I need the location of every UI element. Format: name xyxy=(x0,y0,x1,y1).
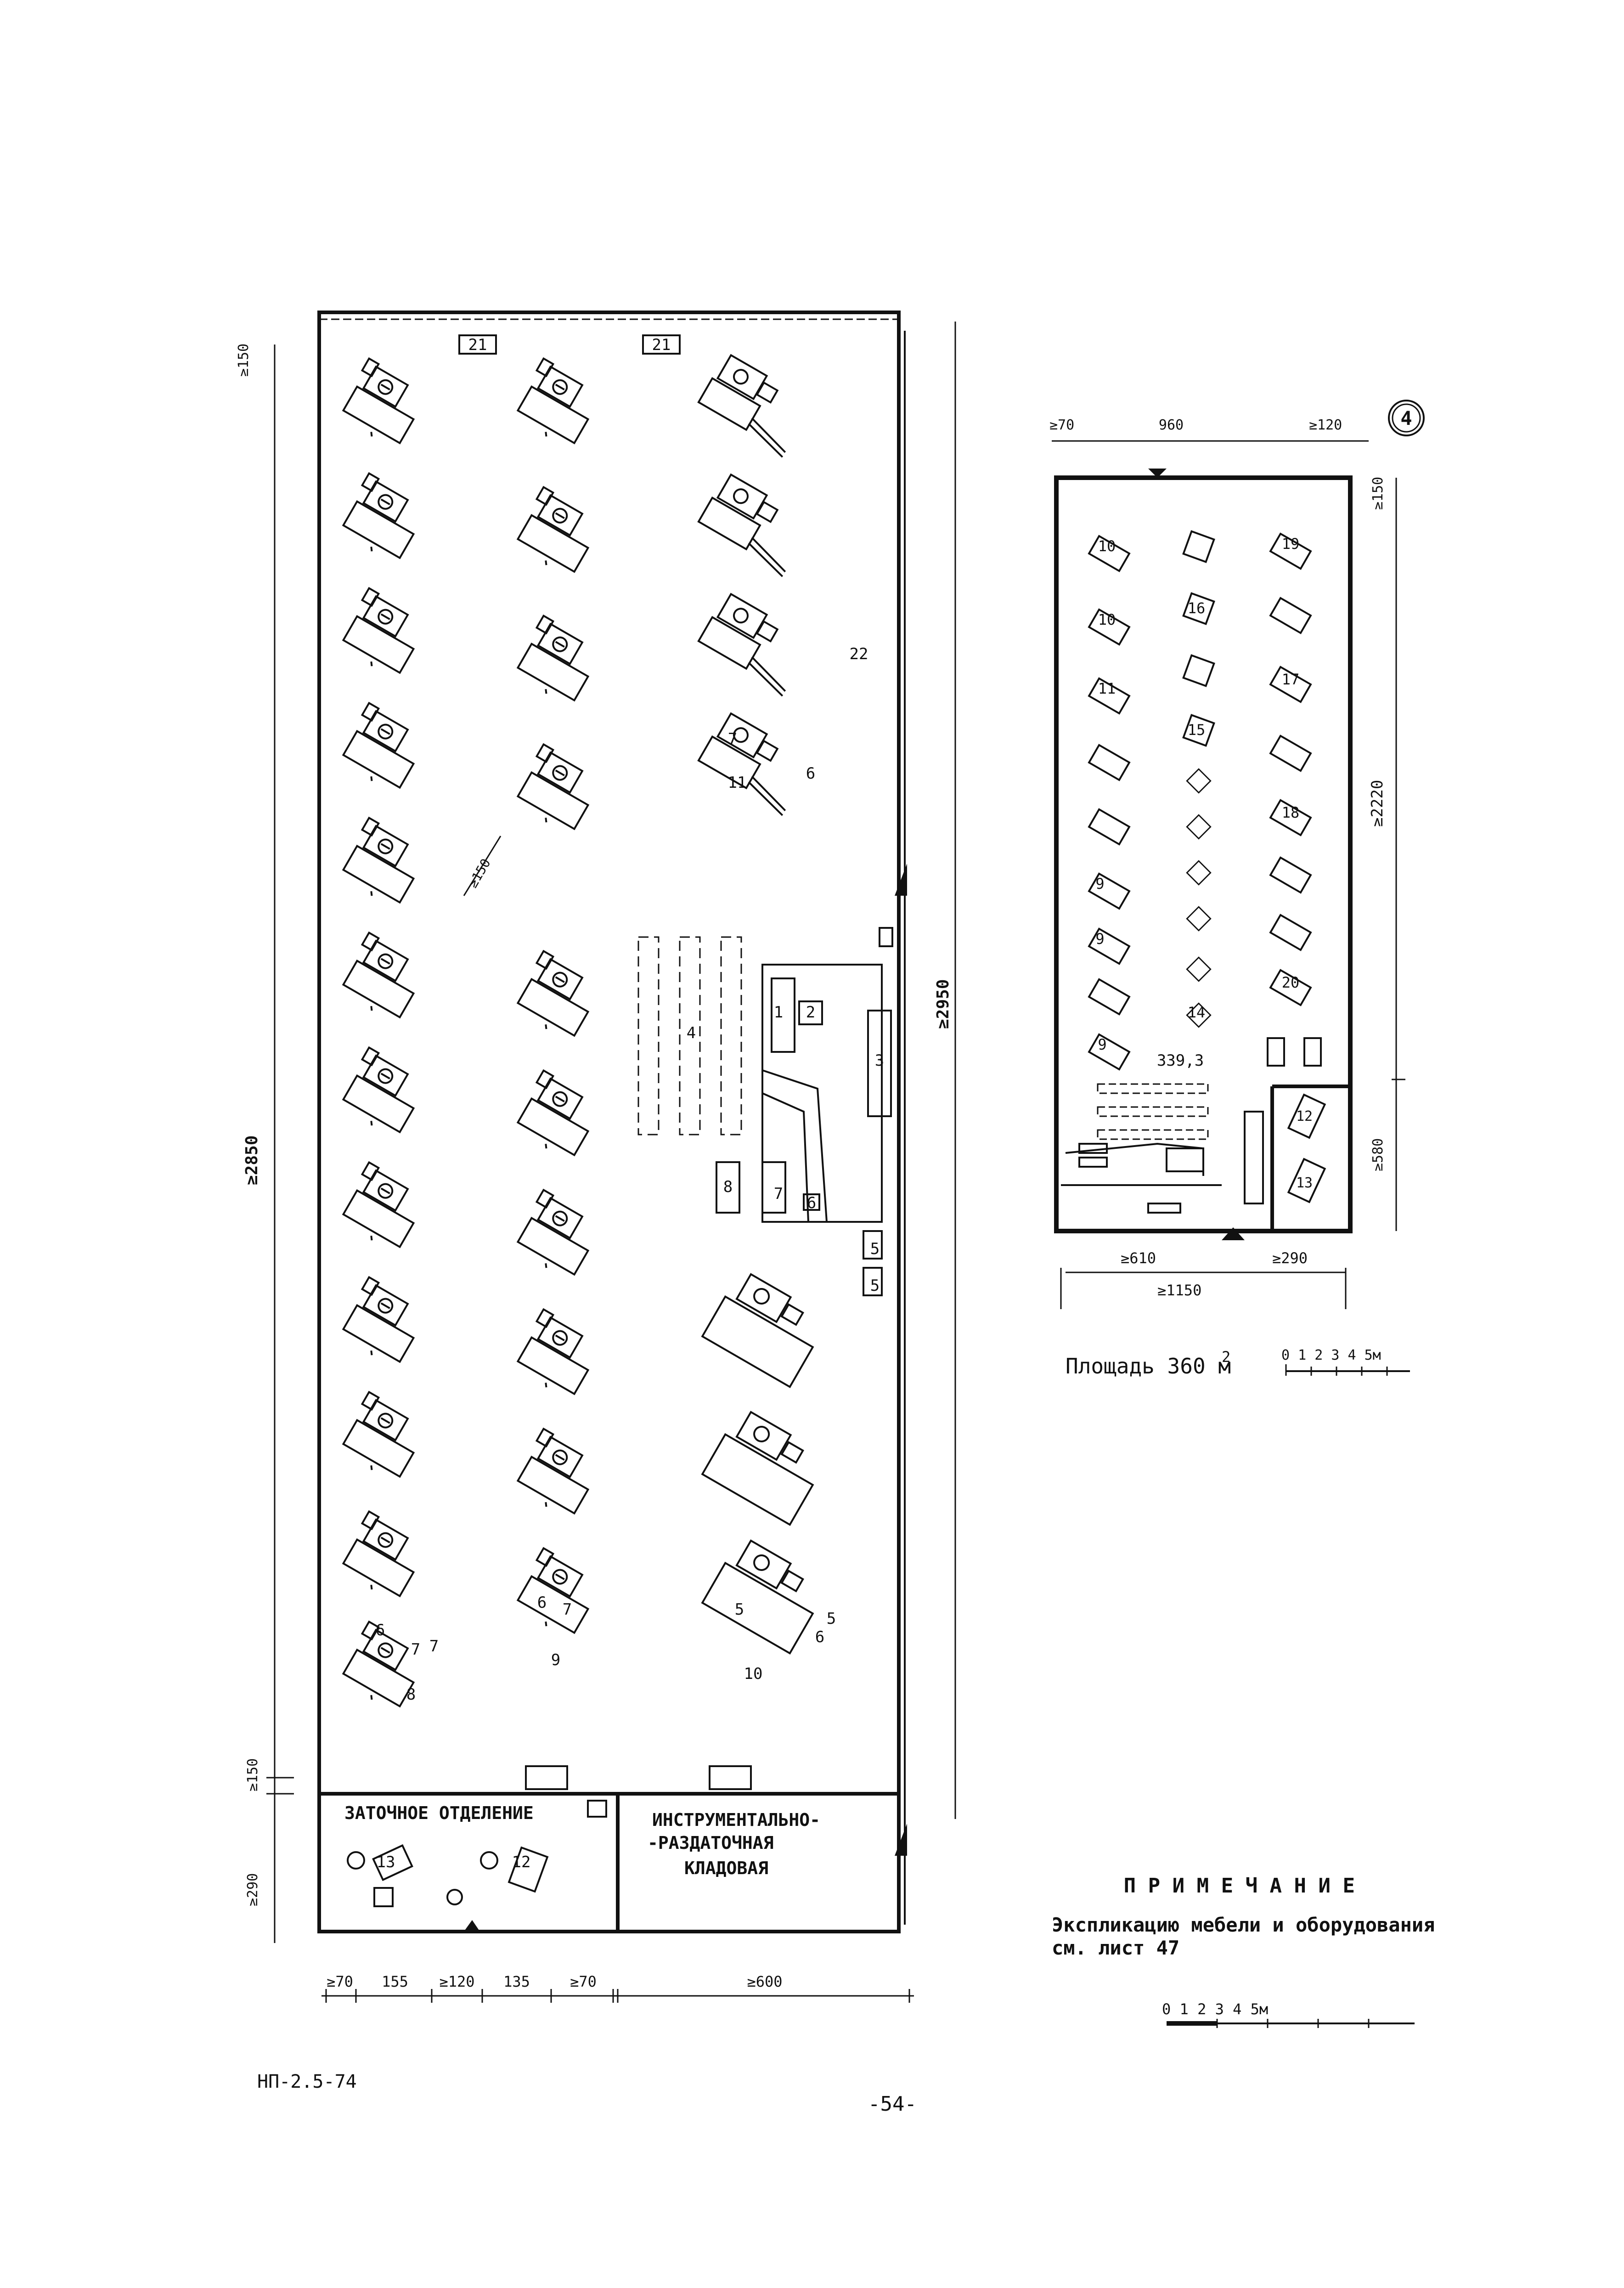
desk-mark-16: 16 xyxy=(1188,599,1206,617)
workshop-outer-wall xyxy=(317,311,901,1933)
equipment-mark-5: 5 xyxy=(827,1610,836,1628)
desk-mark-10: 10 xyxy=(1098,611,1116,628)
note-line: см. лист 47 xyxy=(1052,1937,1179,1959)
dimension-length: ≥2850 xyxy=(242,1136,261,1185)
dimension-top: ≥70 xyxy=(1049,417,1074,433)
dimension-top: ≥120 xyxy=(1309,417,1342,433)
document-code: НП-2.5-74 xyxy=(257,2071,357,2092)
dimension-top: 960 xyxy=(1159,417,1184,433)
desk-mark-15: 15 xyxy=(1188,721,1206,739)
desk-mark-13: 13 xyxy=(1296,1175,1313,1191)
equipment-mark-6: 6 xyxy=(376,1621,385,1639)
equipment-mark-9: 9 xyxy=(551,1651,560,1669)
sheet-number: 4 xyxy=(1400,407,1412,429)
equipment-mark-8: 8 xyxy=(406,1685,416,1704)
dimension-bottom: ≥290 xyxy=(1272,1249,1308,1267)
equipment-mark-6: 6 xyxy=(807,1194,816,1212)
room-4-plan xyxy=(1052,400,1425,1376)
level-mark: 339,3 xyxy=(1157,1051,1204,1070)
equipment-mark-21: 21 xyxy=(468,336,487,354)
dimension-bottom: 155 xyxy=(382,1973,408,1990)
dimension-bottom: ≥120 xyxy=(439,1973,474,1990)
door-marker xyxy=(1222,1227,1245,1240)
note-title: П Р И М Е Ч А Н И Е xyxy=(1124,1874,1355,1898)
equipment-mark-3: 3 xyxy=(875,1051,884,1070)
dimension-right: ≥150 xyxy=(1370,477,1386,510)
dimension-top-left: ≥150 xyxy=(236,344,252,377)
equipment-mark-1: 1 xyxy=(774,1003,783,1022)
equipment-mark-21: 21 xyxy=(652,336,671,354)
desk-mark-20: 20 xyxy=(1282,974,1300,991)
dimension-right: ≥2220 xyxy=(1368,780,1387,827)
equipment-mark-7: 7 xyxy=(774,1185,783,1203)
dimension-right: ≥580 xyxy=(1370,1138,1386,1171)
room-name-sharpening: ЗАТОЧНОЕ ОТДЕЛЕНИЕ xyxy=(344,1803,534,1823)
dimension-bottom: ≥70 xyxy=(327,1973,353,1990)
desk-mark-19: 19 xyxy=(1282,535,1300,553)
main-workshop-plan xyxy=(266,311,956,2003)
room-name-tool-store: КЛАДОВАЯ xyxy=(684,1858,768,1878)
equipment-mark-5: 5 xyxy=(870,1277,880,1295)
bottom-scale-label: 0 1 2 3 4 5м xyxy=(1162,2000,1268,2018)
room-4-scale-bar xyxy=(1285,1364,1410,1376)
dimension-bottom: ≥600 xyxy=(747,1973,782,1990)
equipment-mark-5: 5 xyxy=(735,1600,744,1619)
dimension-aisle: ≥150 xyxy=(465,856,493,891)
room-4-outer-wall xyxy=(1054,475,1353,1233)
dimension-aux-room: ≥290 xyxy=(245,1873,261,1906)
equipment-mark-7: 7 xyxy=(429,1637,439,1655)
equipment-mark-2: 2 xyxy=(806,1003,815,1022)
equipment-mark-11: 11 xyxy=(728,774,747,792)
desk-mark-9: 9 xyxy=(1095,930,1104,948)
dimension-bottom: 135 xyxy=(503,1973,530,1990)
equipment-mark-13: 13 xyxy=(377,1853,395,1871)
dimension-bottom: ≥610 xyxy=(1121,1249,1156,1267)
door-marker xyxy=(1148,469,1167,478)
equipment-mark-4: 4 xyxy=(687,1024,696,1042)
dimension-bottom: ≥70 xyxy=(570,1973,597,1990)
desk-mark-14: 14 xyxy=(1188,1004,1206,1021)
room-name-tool-store: ИНСТРУМЕНТАЛЬНО- xyxy=(652,1810,820,1830)
sheet-number-circle xyxy=(1388,400,1425,436)
dimension-wall: ≥150 xyxy=(245,1758,261,1791)
door-marker xyxy=(895,1824,907,1856)
equipment-mark-7: 7 xyxy=(563,1600,572,1619)
equipment-mark-7: 7 xyxy=(411,1640,420,1659)
page-number: -54- xyxy=(868,2092,917,2116)
dimension-bottom: ≥1150 xyxy=(1157,1282,1201,1299)
equipment-mark-5: 5 xyxy=(870,1240,880,1258)
equipment-mark-12: 12 xyxy=(512,1853,531,1871)
desk-mark-18: 18 xyxy=(1282,804,1300,821)
desk-mark-11: 11 xyxy=(1098,680,1116,697)
equipment-mark-6: 6 xyxy=(537,1593,547,1612)
equipment-mark-22: 22 xyxy=(850,645,868,663)
equipment-mark-8: 8 xyxy=(723,1178,733,1196)
dimension-overall: ≥2950 xyxy=(934,979,953,1029)
desk-mark-17: 17 xyxy=(1282,671,1300,688)
door-marker xyxy=(895,864,907,896)
desk-mark-9: 9 xyxy=(1098,1036,1106,1053)
desk-mark-10: 10 xyxy=(1098,537,1116,555)
desk-mark-9: 9 xyxy=(1095,875,1104,893)
equipment-mark-6: 6 xyxy=(806,764,815,783)
area-superscript: 2 xyxy=(1222,1348,1230,1366)
desk-mark-12: 12 xyxy=(1296,1108,1313,1124)
room-name-tool-store: -РАЗДАТОЧНАЯ xyxy=(648,1833,774,1853)
equipment-mark-10: 10 xyxy=(744,1665,763,1683)
scale-label: 0 1 2 3 4 5м xyxy=(1281,1347,1381,1363)
door-marker xyxy=(464,1920,480,1932)
equipment-mark-7: 7 xyxy=(728,730,737,748)
area-label: Площадь 360 м xyxy=(1066,1354,1231,1378)
page-scale-bar xyxy=(1167,2019,1415,2028)
equipment-mark-6: 6 xyxy=(815,1628,824,1646)
note-line: Экспликацию мебели и оборудования xyxy=(1052,1914,1435,1936)
